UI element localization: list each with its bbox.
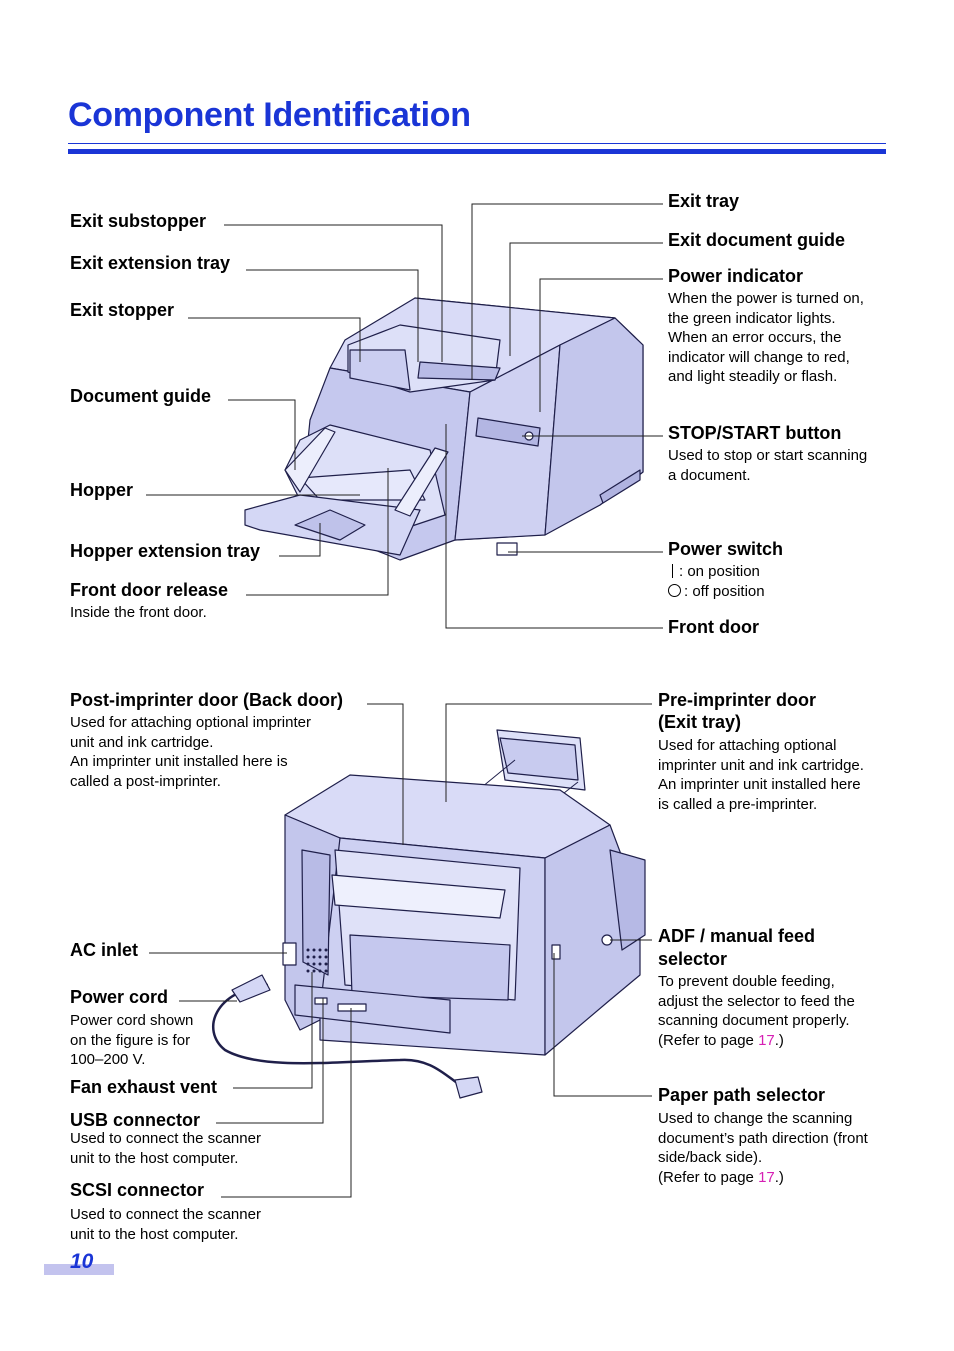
label-exit-extension-tray: Exit extension tray	[70, 253, 231, 273]
back-leader-lines	[149, 703, 652, 1198]
label-usb-connector: USB connector	[70, 1110, 201, 1130]
label-pre-imprinter-door-exit-tray: (Exit tray)	[658, 712, 742, 732]
desc-post-imprinter-door: Used for attaching optional imprinter un…	[70, 714, 311, 790]
label-ac-inlet: AC inlet	[70, 940, 139, 960]
desc-paper-path-selector: Used to change the scanning document’s p…	[658, 1110, 868, 1186]
paper-path-page-reference: (Refer to page 17.)	[658, 1168, 784, 1186]
label-post-imprinter-door: Post-imprinter door (Back door)	[70, 690, 344, 710]
desc-adf-manual-feed-selector: To prevent double feeding, adjust the se…	[658, 973, 855, 1049]
label-stop-start-button: STOP/START button	[668, 423, 842, 443]
paper-path-page-link[interactable]: 17	[758, 1168, 775, 1186]
label-document-guide: Document guide	[70, 386, 212, 406]
label-exit-document-guide: Exit document guide	[668, 230, 846, 250]
adf-page-link[interactable]: 17	[758, 1031, 775, 1049]
front-leader-lines	[146, 203, 663, 629]
adf-page-reference: (Refer to page 17.)	[658, 1031, 784, 1049]
desc-power-switch: : on position : off position	[668, 562, 765, 601]
title-rule-thick	[68, 149, 886, 154]
label-hopper: Hopper	[70, 480, 133, 500]
back-scanner-illustration	[212, 729, 646, 1099]
label-power-switch: Power switch	[668, 539, 784, 559]
desc-stop-start-button: Used to stop or start scanning a documen…	[668, 447, 868, 484]
front-scanner-illustration	[244, 297, 644, 561]
label-pre-imprinter-door: Pre-imprinter door	[658, 690, 817, 710]
power-switch-off-row: : off position	[668, 582, 765, 602]
label-adf-selector-line2: selector	[658, 949, 728, 969]
label-exit-substopper: Exit substopper	[70, 211, 207, 231]
label-hopper-extension-tray: Hopper extension tray	[70, 541, 261, 561]
desc-front-door-release: Inside the front door.	[70, 604, 207, 621]
label-exit-stopper: Exit stopper	[70, 300, 175, 320]
desc-usb-connector: Used to connect the scanner unit to the …	[70, 1130, 261, 1167]
page-number: 10	[70, 1250, 94, 1273]
desc-scsi-connector: Used to connect the scanner unit to the …	[70, 1206, 261, 1243]
label-power-cord: Power cord	[70, 987, 169, 1007]
desc-power-cord: Power cord shown on the figure is for 10…	[70, 1012, 194, 1068]
label-paper-path-selector: Paper path selector	[658, 1085, 826, 1105]
power-switch-on-row: : on position	[668, 562, 765, 582]
label-fan-exhaust-vent: Fan exhaust vent	[70, 1077, 218, 1097]
page-number-bar	[44, 1264, 114, 1275]
label-front-door-release: Front door release	[70, 580, 229, 600]
label-exit-tray: Exit tray	[668, 191, 740, 211]
label-front-door: Front door	[668, 617, 759, 637]
off-position-icon	[668, 583, 681, 597]
desc-power-indicator: When the power is turned on, the green i…	[668, 290, 864, 385]
on-position-icon	[672, 564, 673, 578]
label-adf-manual-feed-selector: ADF / manual feed	[658, 926, 816, 946]
label-power-indicator: Power indicator	[668, 266, 804, 286]
label-scsi-connector: SCSI connector	[70, 1180, 205, 1200]
title-rule-thin	[68, 143, 886, 144]
desc-pre-imprinter-door: Used for attaching optional imprinter un…	[658, 737, 864, 813]
page-title: Component Identification	[68, 96, 471, 134]
